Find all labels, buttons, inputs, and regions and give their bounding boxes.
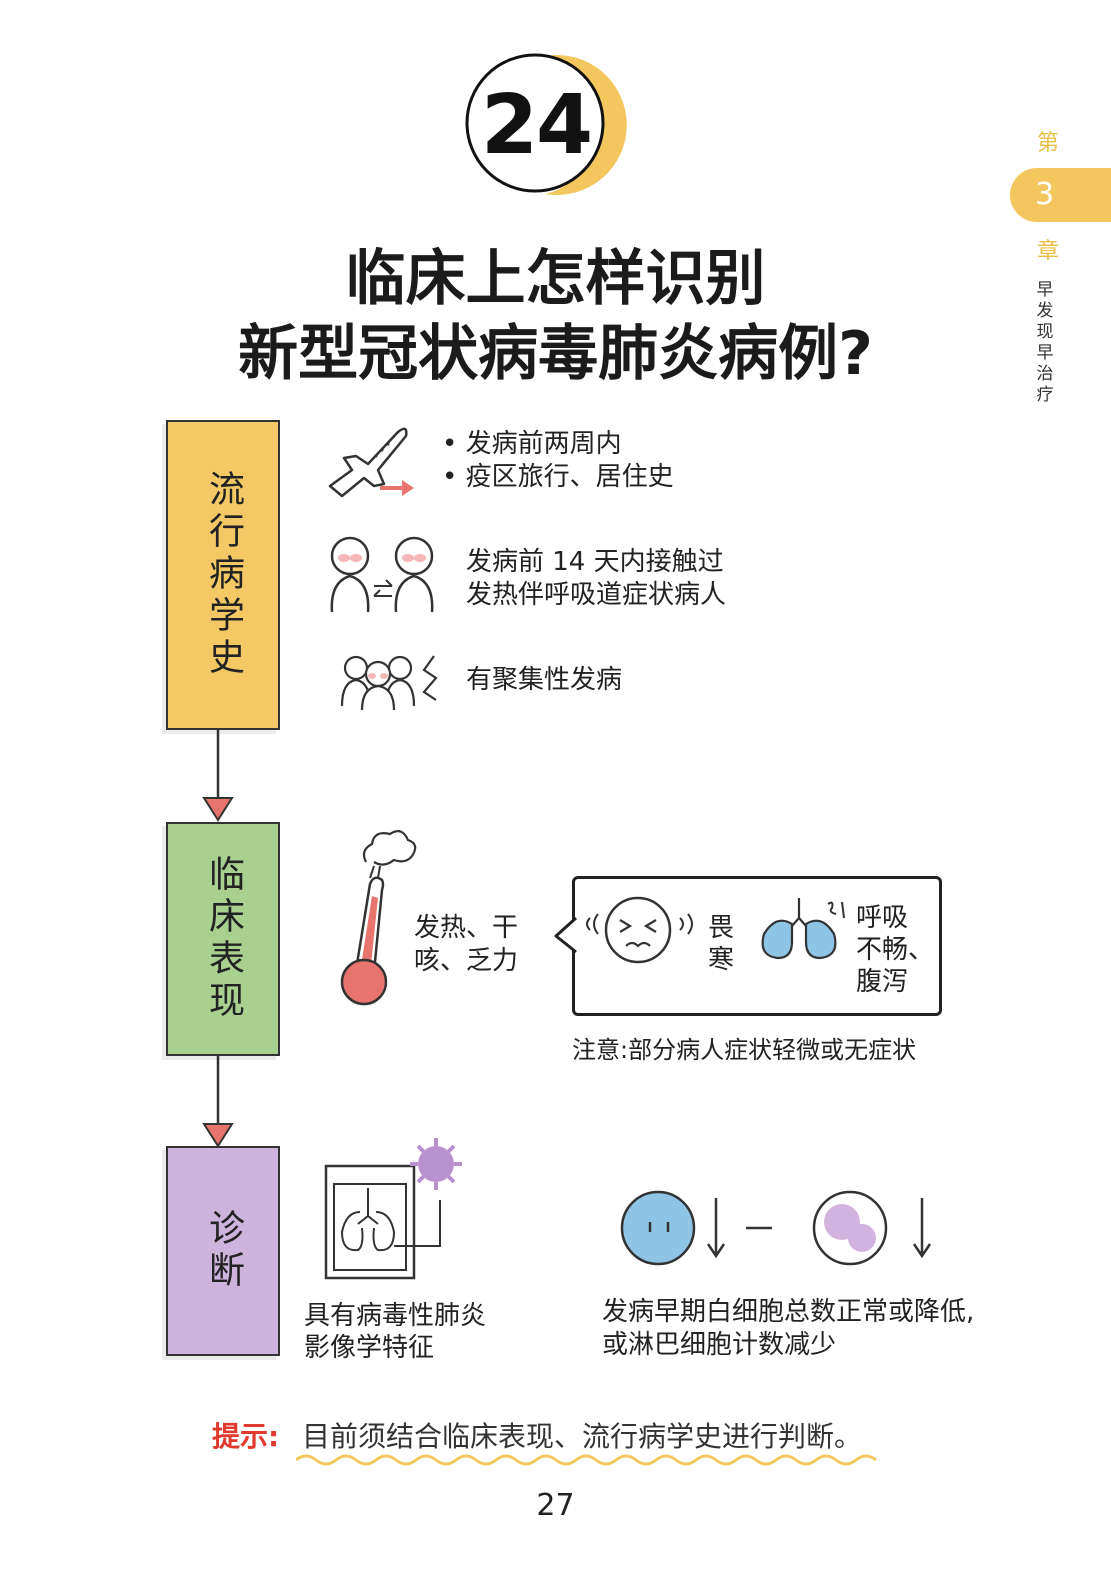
epi-line-1: • 发病前两周内 (442, 429, 622, 459)
page-title-line1: 临床上怎样识别 (345, 244, 766, 314)
stage-diagnosis: 诊断 (166, 1146, 280, 1356)
chapter-subtitle: 早发现早治疗 (1036, 280, 1054, 405)
page-title-line2: 新型冠状病毒肺炎病例? (238, 319, 873, 389)
chills-char-2: 寒 (708, 945, 735, 975)
clinical-note: 注意:部分病人症状轻微或无症状 (572, 1036, 917, 1064)
lungs-icon (761, 898, 845, 960)
chills-char-1: 畏 (708, 913, 735, 943)
stage-epidemiology: 流行病学史 (166, 420, 280, 730)
blood-cells-icon (620, 1190, 932, 1266)
thermometer-icon (340, 830, 417, 1006)
tip-wavy-underline (296, 1454, 877, 1466)
other-symptom-line-3: 腹泻 (856, 967, 909, 997)
imaging-line-1: 具有病毒性肺炎 (304, 1301, 487, 1331)
symptom-main-line-2: 咳、乏力 (414, 946, 519, 976)
other-symptom-line-1: 呼吸 (856, 903, 909, 933)
epi-line-2: • 疫区旅行、居住史 (442, 462, 674, 492)
page-number: 27 (536, 1488, 575, 1523)
chapter-prefix: 第 (1036, 131, 1059, 156)
other-symptom-line-2: 不畅、 (856, 935, 935, 965)
chapter-number-tab: 3 (1010, 168, 1111, 222)
symptom-main-line-1: 发热、干 (414, 913, 519, 943)
contact-people-icon (330, 536, 434, 613)
stage-label: 临床表现 (203, 855, 244, 1023)
section-number: 24 (480, 78, 593, 173)
imaging-line-2: 影像学特征 (304, 1333, 435, 1363)
epi-contact-line-2: 发热伴呼吸道症状病人 (466, 580, 727, 610)
section-number-badge (465, 53, 627, 196)
blood-line-1: 发病早期白细胞总数正常或降低, (602, 1297, 975, 1327)
chapter-suffix: 章 (1036, 239, 1059, 264)
crowd-icon (340, 655, 438, 711)
epi-cluster: 有聚集性发病 (466, 665, 623, 695)
flow-arrows (202, 726, 234, 1146)
epi-contact-line-1: 发病前 14 天内接触过 (466, 547, 724, 577)
blood-line-2: 或淋巴细胞计数减少 (602, 1330, 837, 1360)
stage-label: 诊断 (203, 1209, 244, 1293)
tip-label: 提示: (212, 1420, 280, 1453)
xray-virus-icon (324, 1138, 462, 1280)
airplane-icon (328, 427, 414, 498)
bubble-tail (554, 916, 578, 954)
stage-label: 流行病学史 (203, 470, 244, 680)
shivering-face-icon (586, 896, 693, 964)
stage-clinical: 临床表现 (166, 822, 280, 1056)
tip-text: 目前须结合临床表现、流行病学史进行判断。 (302, 1420, 863, 1453)
